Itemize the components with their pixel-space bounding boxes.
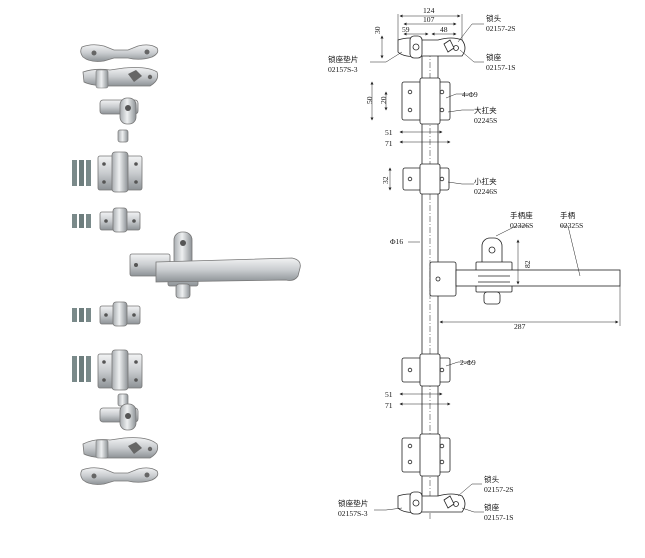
small-clamp-top xyxy=(72,207,141,233)
code-lock-head-bottom: 02157-2S xyxy=(484,485,514,494)
dimension-texts: 124 107 59 48 30 50 20 51 71 32 Φ16 82 2… xyxy=(365,6,532,410)
big-clamp-top xyxy=(72,151,143,193)
dim-inner-51: 51 xyxy=(385,128,393,137)
dim-right-48: 48 xyxy=(440,25,448,34)
dim-height-30: 30 xyxy=(373,26,382,34)
dim-small-32: 32 xyxy=(381,176,390,184)
dim-handle-287: 287 xyxy=(514,322,526,331)
rod-sleeve-top xyxy=(117,129,129,143)
part-labels: 锁头 02157-2S 锁座 02157-1S 锁座垫片 02157S-3 4-… xyxy=(328,13,583,522)
label-lock-seat-top: 锁座 xyxy=(486,52,502,62)
code-lock-head-top: 02157-2S xyxy=(486,24,516,33)
lock-pad-plate-bottom xyxy=(80,467,159,485)
dim-handle-82: 82 xyxy=(523,260,532,268)
label-lock-head-bottom: 锁头 xyxy=(484,474,500,484)
code-lock-pad-bottom: 02157S-3 xyxy=(338,509,368,518)
handle-assembly xyxy=(129,231,301,299)
dim-lower-outer-71: 71 xyxy=(385,401,393,410)
lock-seat-bottom xyxy=(82,437,159,459)
code-lock-seat-bottom: 02157-1S xyxy=(484,513,514,522)
dim-span-107: 107 xyxy=(423,15,435,24)
code-handle-seat: 02326S xyxy=(510,221,533,230)
code-small-clamp: 02246S xyxy=(474,187,497,196)
small-clamp-bottom xyxy=(72,301,141,327)
label-handle-seat: 手柄座 xyxy=(510,210,533,220)
dim-rod-phi16: Φ16 xyxy=(390,237,403,246)
dim-holes-20: 20 xyxy=(379,96,388,104)
dim-lower-inner-51: 51 xyxy=(385,390,393,399)
lock-head-top xyxy=(99,97,139,125)
lock-pad-plate-top xyxy=(80,44,159,62)
dim-clamp-50: 50 xyxy=(365,96,374,104)
code-handle: 02325S xyxy=(560,221,583,230)
label-big-clamp: 大扛夹 xyxy=(474,105,497,115)
big-clamp-bottom xyxy=(72,349,143,391)
label-holes-2: 2-Φ9 xyxy=(460,358,476,367)
lock-head-bottom xyxy=(99,403,139,431)
technical-drawing xyxy=(370,14,621,520)
label-holes-4: 4-Φ9 xyxy=(462,90,478,99)
label-lock-pad-top: 锁座垫片 xyxy=(328,54,358,64)
exploded-parts xyxy=(72,44,301,485)
code-lock-pad-top: 02157S-3 xyxy=(328,65,358,74)
label-lock-head-top: 锁头 xyxy=(486,13,502,23)
code-big-clamp: 02245S xyxy=(474,116,497,125)
lock-seat-top xyxy=(82,67,159,89)
dim-left-59: 59 xyxy=(402,25,410,34)
dim-outer-71: 71 xyxy=(385,139,393,148)
label-lock-pad-bottom: 锁座垫片 xyxy=(338,498,368,508)
label-handle: 手柄 xyxy=(560,210,576,220)
code-lock-seat-top: 02157-1S xyxy=(486,63,516,72)
label-small-clamp: 小扛夹 xyxy=(474,176,497,186)
dim-overall-124: 124 xyxy=(423,6,435,15)
label-lock-seat-bottom: 锁座 xyxy=(484,502,500,512)
